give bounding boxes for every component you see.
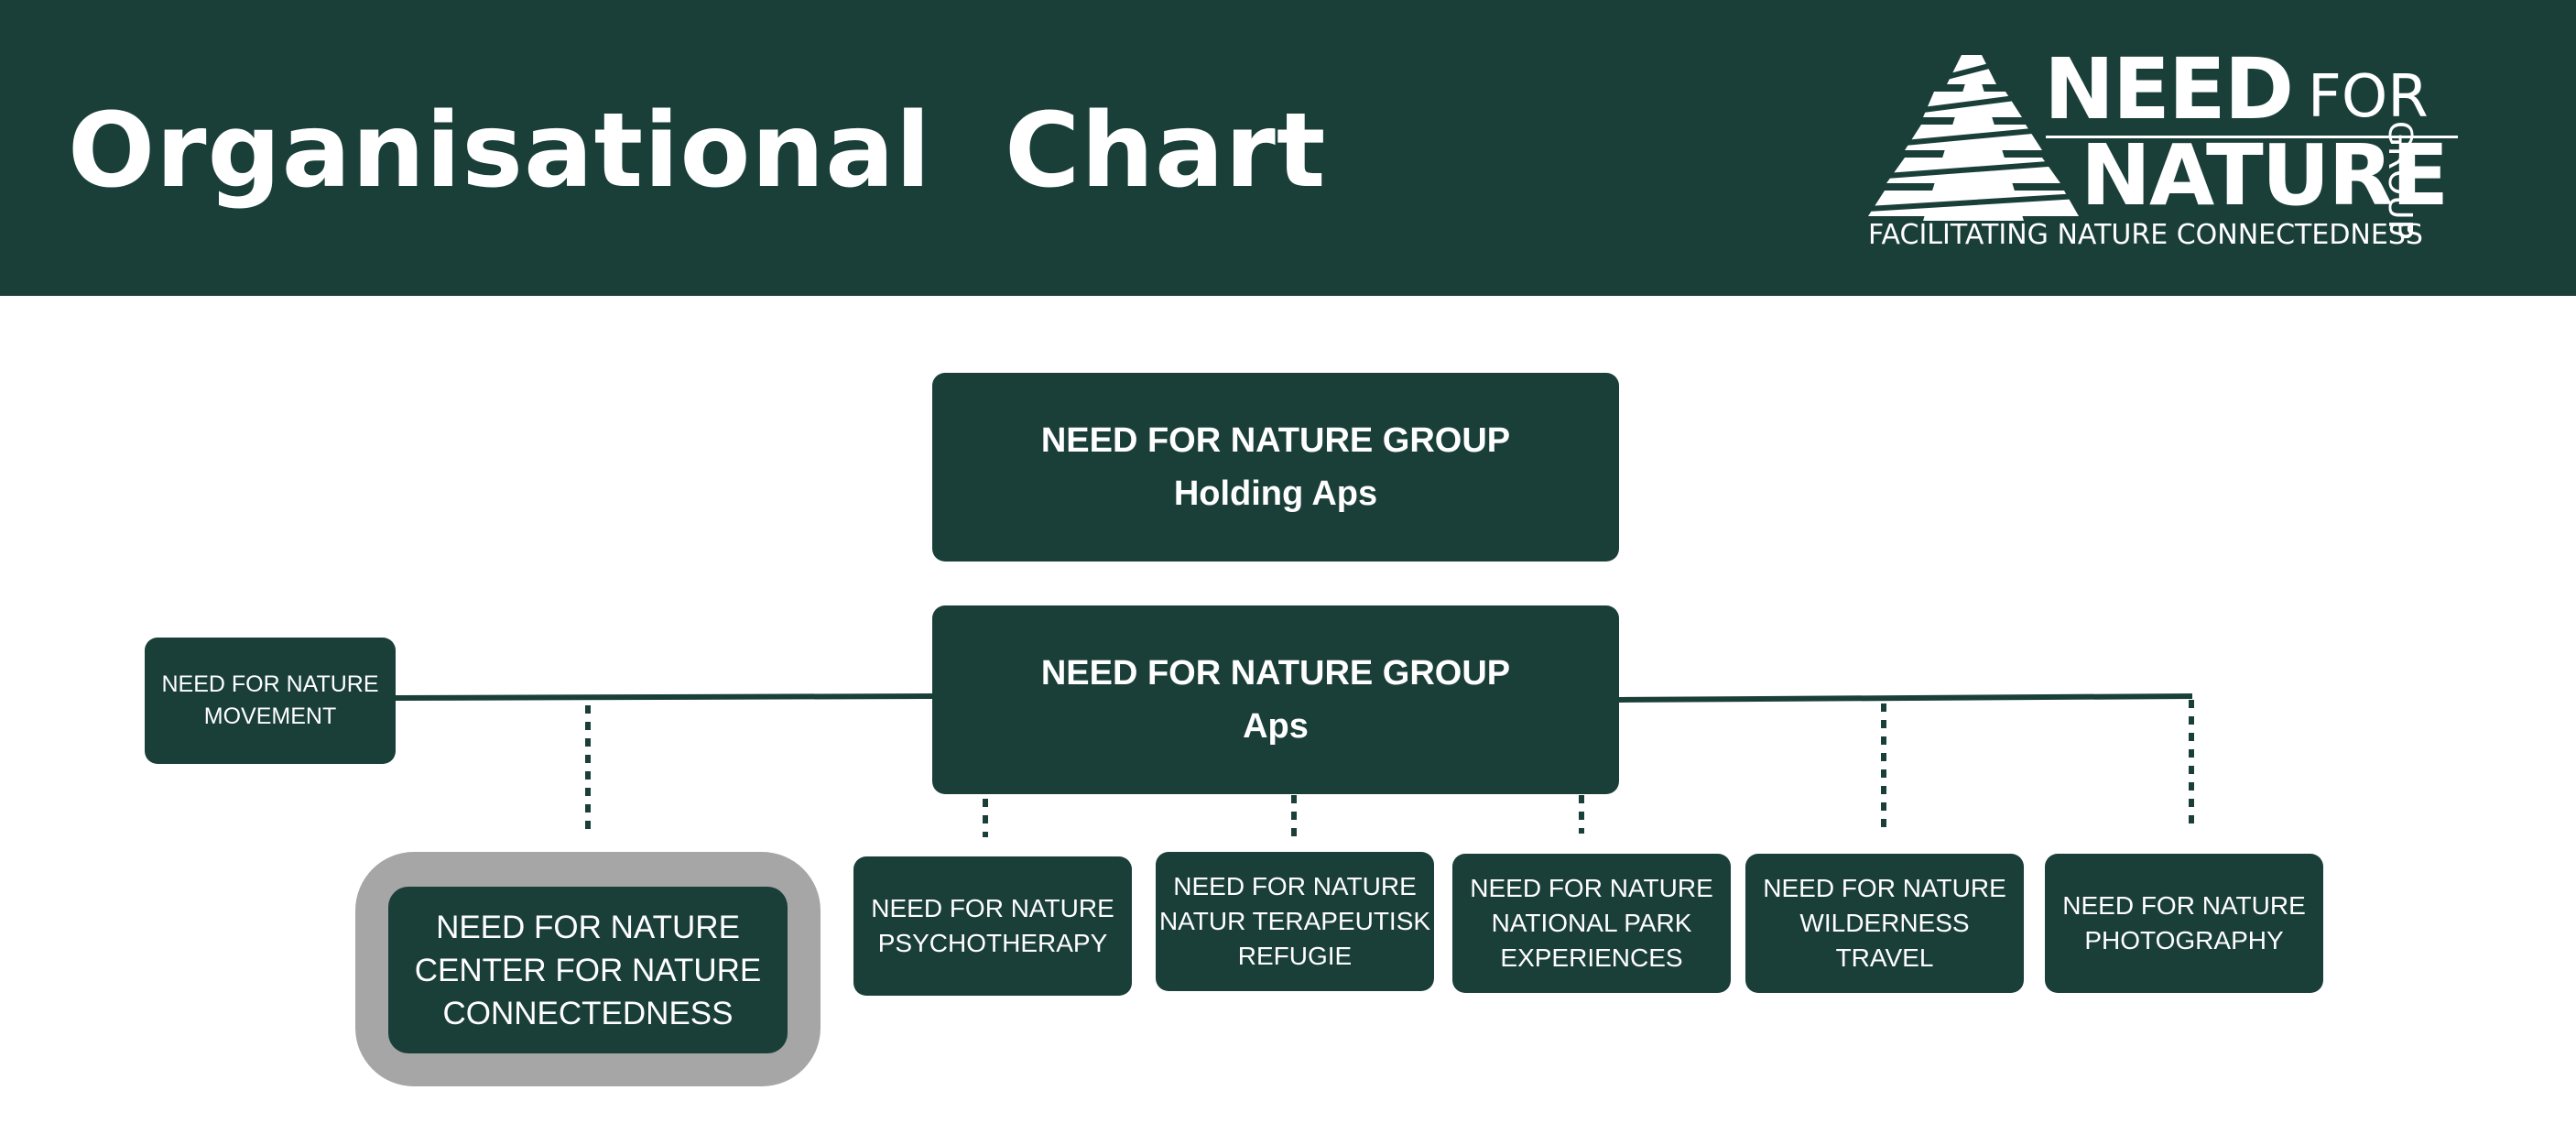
node-refugie-line3: REFUGIE xyxy=(1237,942,1353,970)
node-movement-line1: NEED FOR NATURE xyxy=(161,671,379,697)
node-psychotherapy-line1: NEED FOR NATURE xyxy=(871,894,1114,922)
node-refugie-line1: NEED FOR NATURE xyxy=(1173,872,1417,900)
node-group-name: NEED FOR NATURE GROUP xyxy=(1040,654,1511,692)
node-center-line2: CENTER FOR NATURE xyxy=(414,952,762,988)
logo-word-need: NEED xyxy=(2044,40,2294,138)
node-wilderness-line3: TRAVEL xyxy=(1835,943,1934,972)
node-holding-type: Holding Aps xyxy=(1173,474,1378,513)
node-national-park-line3: EXPERIENCES xyxy=(1500,943,1683,972)
page-title: Organisational Chart xyxy=(68,92,1327,211)
node-wilderness-line1: NEED FOR NATURE xyxy=(1763,874,2006,902)
node-national-park-line2: NATIONAL PARK xyxy=(1491,909,1692,937)
pine-tree-logo-icon xyxy=(1868,55,2079,221)
logo-tagline: FACILITATING NATURE CONNECTEDNESS xyxy=(1868,219,2423,251)
connector-right-rail xyxy=(1618,693,2193,703)
node-group-aps: NEED FOR NATURE GROUP Aps xyxy=(932,605,1619,794)
node-photography-line1: NEED FOR NATURE xyxy=(2062,891,2306,920)
header-banner: Organisational Chart NEED FOR NATURE xyxy=(0,0,2576,296)
node-center-for-nature-connectedness: NEED FOR NATURE CENTER FOR NATURE CONNEC… xyxy=(388,887,788,1053)
node-psychotherapy: NEED FOR NATURE PSYCHOTHERAPY xyxy=(853,856,1132,996)
node-refugie: NEED FOR NATURE NATUR TERAPEUTISK REFUGI… xyxy=(1156,852,1434,991)
logo-word-for: FOR xyxy=(2308,63,2429,131)
node-wilderness-line2: WILDERNESS xyxy=(1799,909,1970,937)
node-national-park: NEED FOR NATURE NATIONAL PARK EXPERIENCE… xyxy=(1452,854,1731,993)
node-movement-line2: MOVEMENT xyxy=(203,703,337,729)
connector-movement xyxy=(395,693,933,701)
node-photography: NEED FOR NATURE PHOTOGRAPHY xyxy=(2045,854,2323,993)
node-holding-aps: NEED FOR NATURE GROUP Holding Aps xyxy=(932,373,1619,562)
node-group-type: Aps xyxy=(1243,707,1309,746)
node-holding-name: NEED FOR NATURE GROUP xyxy=(1040,421,1511,460)
logo-word-nature: NATURE xyxy=(2081,126,2449,224)
need-for-nature-logo: NEED FOR NATURE GROUP FACILITATING NATUR… xyxy=(1868,44,2491,262)
logo-divider xyxy=(2046,136,2458,138)
node-center-line3: CONNECTEDNESS xyxy=(442,995,734,1031)
node-photography-line2: PHOTOGRAPHY xyxy=(2084,926,2284,954)
node-movement: NEED FOR NATURE MOVEMENT xyxy=(145,638,396,764)
node-wilderness: NEED FOR NATURE WILDERNESS TRAVEL xyxy=(1745,854,2024,993)
node-psychotherapy-line2: PSYCHOTHERAPY xyxy=(877,929,1108,957)
node-center-line1: NEED FOR NATURE xyxy=(436,909,740,945)
node-refugie-line2: NATUR TERAPEUTISK xyxy=(1158,907,1431,935)
node-national-park-line1: NEED FOR NATURE xyxy=(1470,874,1713,902)
